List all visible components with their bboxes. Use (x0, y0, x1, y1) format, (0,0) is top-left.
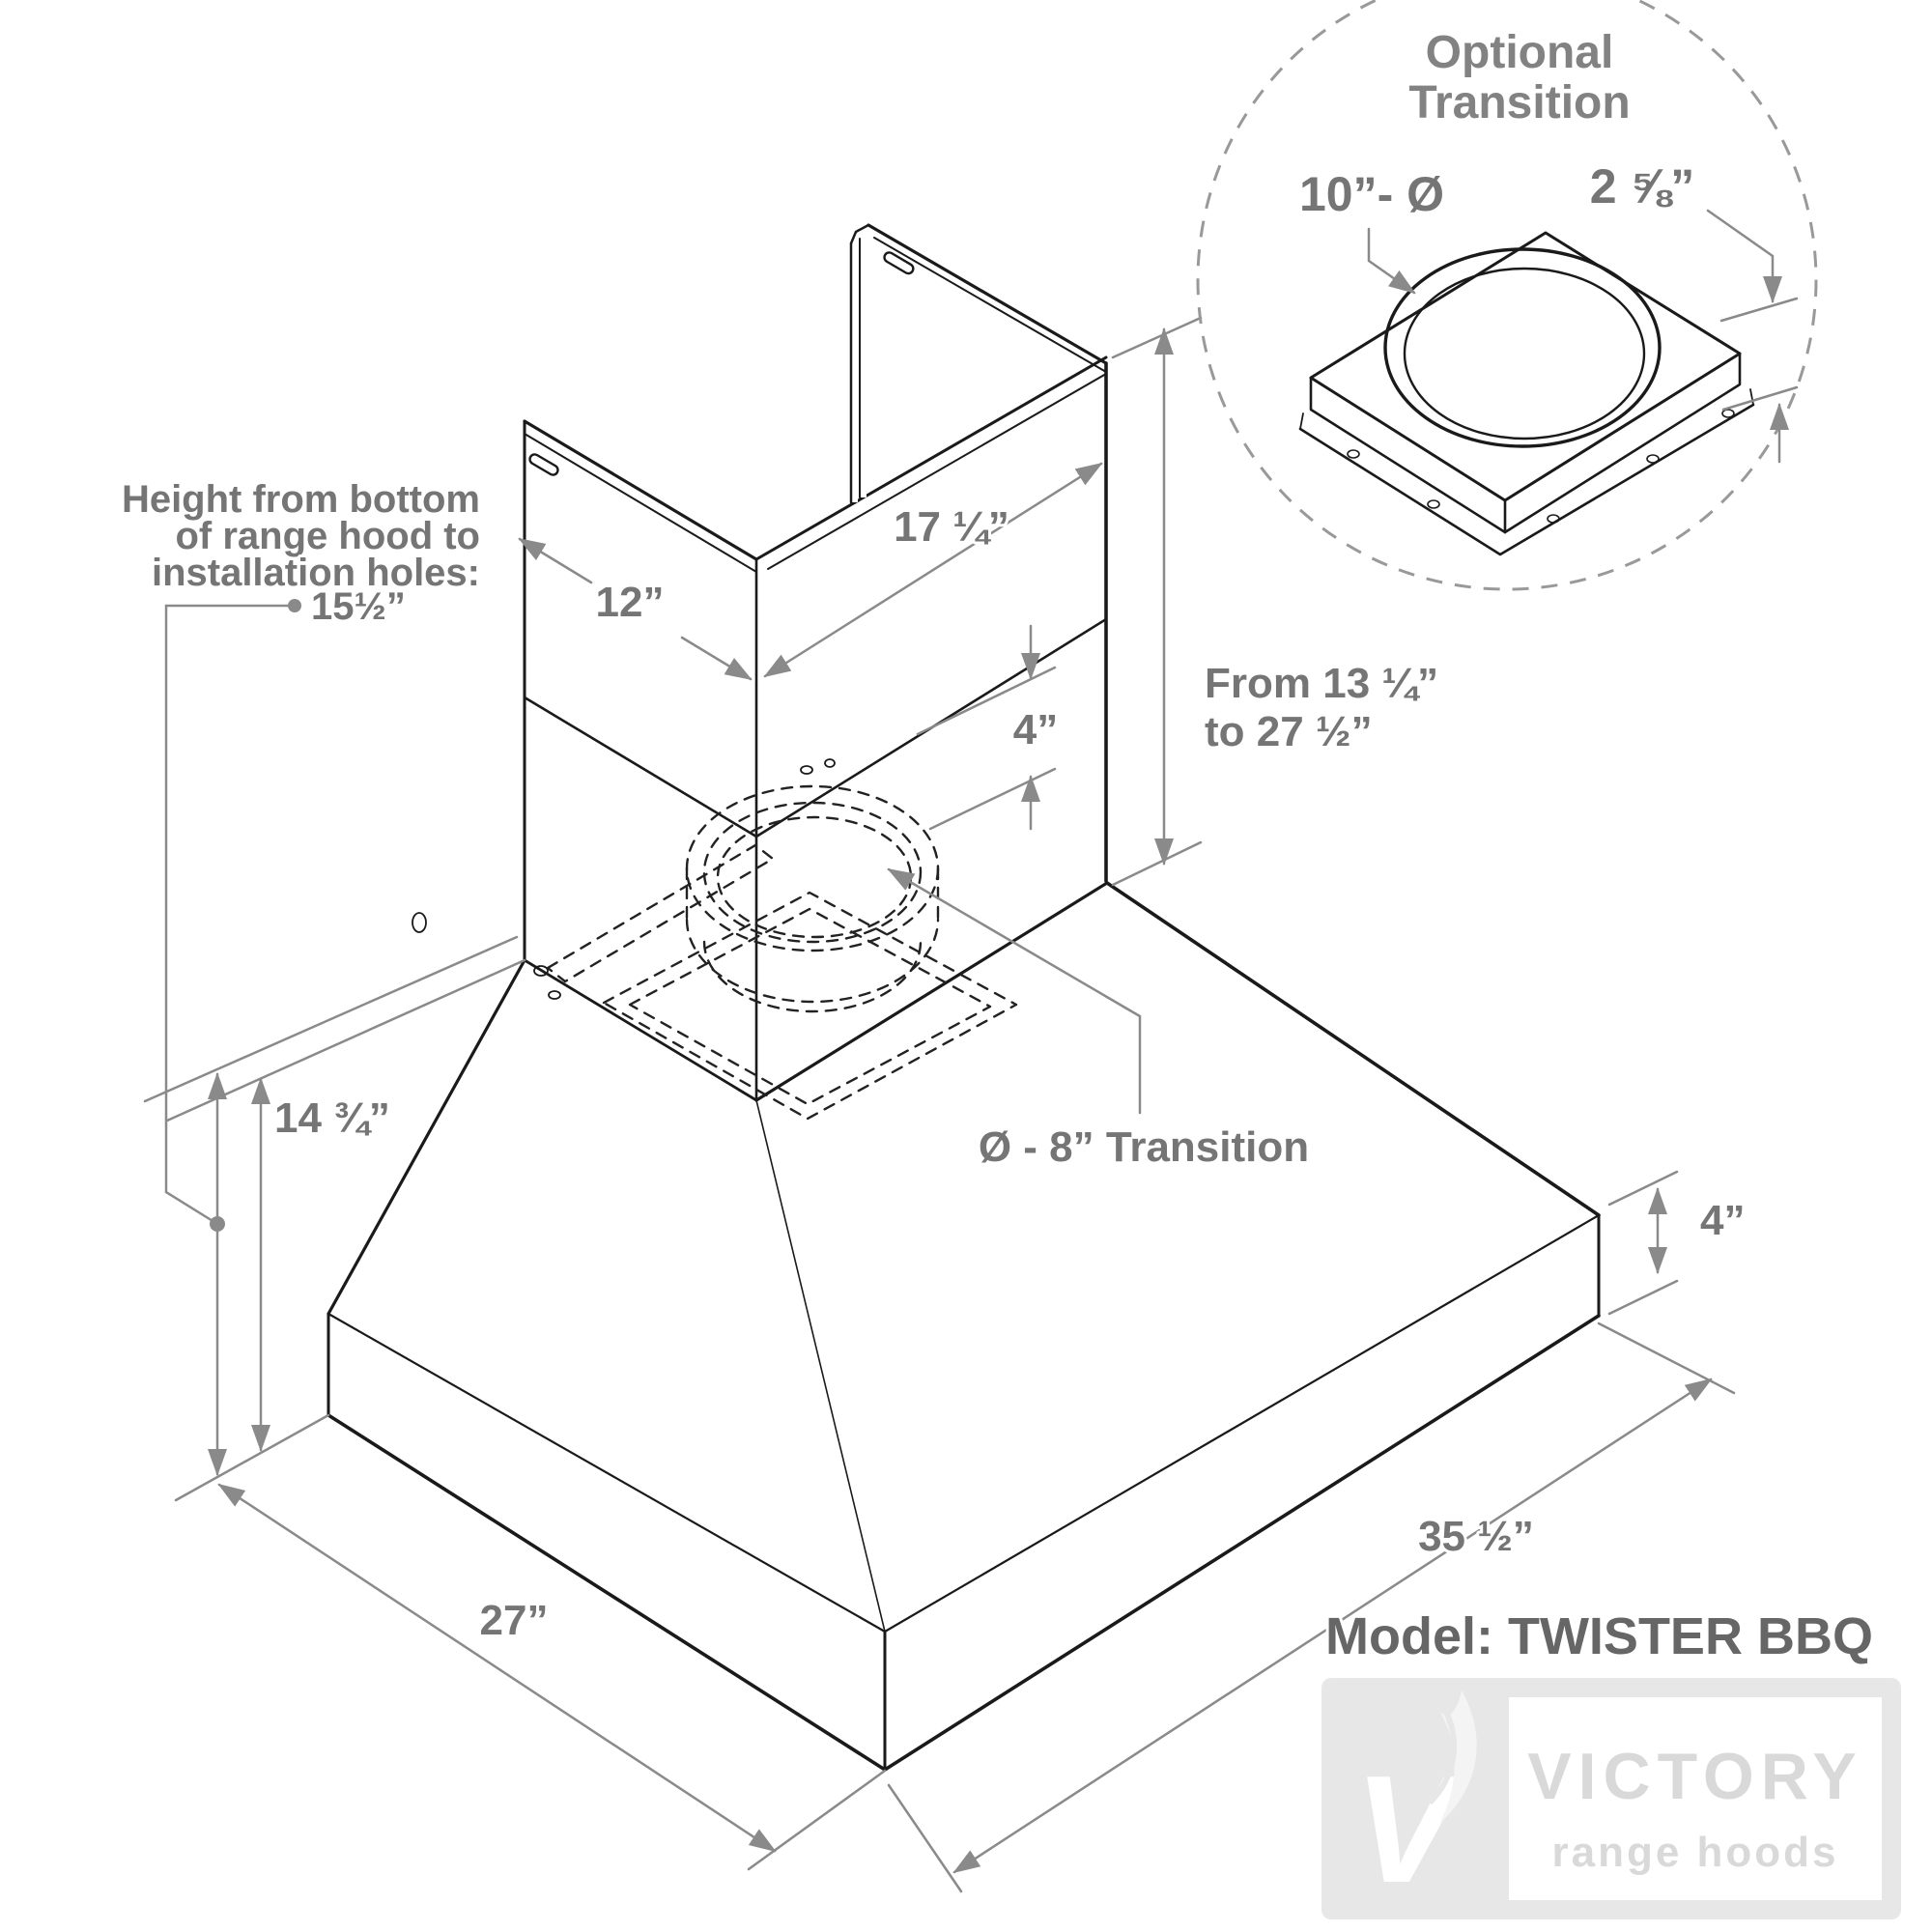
dim-base4-label: 4” (1700, 1197, 1745, 1244)
dim-1475-label: 14 ¾” (274, 1094, 390, 1142)
inset-height-tick-top (1719, 297, 1799, 323)
inset-screw-4 (1646, 454, 1660, 464)
dim-range-ext-bottom (1111, 840, 1203, 887)
canopy-top-front-right-edge (754, 881, 1109, 1102)
damper-pin-2 (548, 990, 561, 1000)
inset-height-tick-bottom (1721, 385, 1799, 412)
inset-flange-bottom (1298, 403, 1755, 556)
note-line-3: installation holes: (152, 552, 480, 594)
collar-mid-ellipse (702, 801, 923, 944)
inset-diameter-leader (1367, 227, 1416, 295)
inset-title-1: Optional (1426, 27, 1614, 78)
dim-range-label-2: to 27 ½” (1205, 708, 1373, 755)
collar-bottom-rim (685, 918, 940, 1004)
dim-27-label: 27” (480, 1597, 549, 1644)
inset-plate-thickness-right (1503, 352, 1742, 534)
ext-355-left (887, 1783, 963, 1893)
dim-range-label-1: From 13 ¼” (1205, 660, 1438, 707)
transition-plate-outline (602, 891, 1018, 1121)
ext-base4-bottom (1607, 1279, 1679, 1316)
damper-pin-1 (533, 965, 549, 977)
collar-screw-2 (824, 758, 836, 768)
inset-screw-2 (1427, 499, 1440, 509)
chimney-panels (523, 223, 1108, 1102)
dim-27-line (217, 1483, 777, 1853)
strip-halo (844, 239, 867, 502)
mounting-slot-left (528, 453, 559, 476)
inset-dashed-circle (1196, 0, 1818, 591)
inset-screw-1 (1347, 449, 1360, 459)
inset-screw-3 (1547, 514, 1560, 524)
dim-4-label: 4” (1013, 706, 1058, 753)
logo-brand-text: VICTORY (1527, 1740, 1863, 1813)
collar-screw-1 (800, 765, 813, 775)
dimensions: 12” 17 ¼” 4” From 13 ¼” to 27 ½” Height … (119, 316, 1747, 1893)
base-top-edges (327, 1213, 1601, 1634)
damper-outline (545, 843, 776, 983)
inset-plate-top (1309, 231, 1742, 502)
note-line-2: of range hood to (175, 515, 480, 557)
inset-collar-outer (1383, 247, 1662, 448)
ext-27-right (747, 1769, 887, 1871)
footer: Model: TWISTER BBQ V VICTORY range hoods (1321, 1605, 1901, 1919)
dim-355-line (952, 1378, 1713, 1874)
inset-diameter-label: 10”- Ø (1299, 167, 1444, 221)
left-panel-top-edge (523, 419, 758, 561)
canopy-slope-right (1105, 881, 1601, 1217)
dim-355-label: 35 ½” (1418, 1513, 1534, 1560)
dim-12-label: 12” (596, 579, 665, 626)
dim-12-seg-a (518, 537, 593, 584)
hardware-mark-left (412, 912, 427, 933)
right-panel-top-edge (867, 223, 1108, 365)
dim-155-dot (210, 1216, 225, 1232)
canopy-top-back-left-edge (523, 958, 758, 1102)
dim-12-seg-b (680, 636, 753, 681)
dim-range-ext-top (1111, 316, 1203, 359)
logo-text-panel (1509, 1697, 1882, 1900)
inset-optional-transition: Optional Transition 10”- Ø 2 ⅝” (1196, 0, 1818, 591)
inset-title-2: Transition (1408, 77, 1630, 128)
inset-screw-5 (1721, 409, 1735, 418)
collar-outer-ellipse (685, 784, 940, 952)
right-panel-top-edge-inner (873, 237, 1107, 373)
inset-height-label: 2 ⅝” (1590, 159, 1694, 213)
victory-logo: V VICTORY range hoods (1321, 1678, 1901, 1919)
ext-355-right (1597, 1321, 1736, 1395)
dim-4-ext-bottom (928, 767, 1057, 831)
collar-inner-ellipse (716, 815, 913, 939)
left-panel-top-edge-inner (524, 433, 757, 573)
inset-plate-thickness-left (1309, 376, 1507, 534)
dim-17-label: 17 ¼” (894, 503, 1009, 551)
logo-flame-icon (1436, 1690, 1477, 1824)
transition-plate-inner-outline (628, 907, 992, 1106)
canopy-slope-left (327, 958, 526, 1316)
inset-collar-inner (1403, 267, 1646, 440)
ext-hood-bottom (174, 1413, 330, 1502)
inset-height-leader (1706, 209, 1782, 303)
dim-17-line (763, 462, 1103, 678)
transition-leader (887, 867, 1142, 1115)
note-bullet (288, 599, 301, 612)
transition-dashed-detail (412, 758, 1018, 1121)
ext-base4-top (1607, 1170, 1679, 1207)
upper-panel-top-notch (849, 223, 870, 245)
ext-holes-level (143, 935, 519, 1103)
transition-label: Ø - 8” Transition (979, 1123, 1309, 1171)
left-panel-seam (523, 696, 758, 838)
logo-flame-detail (1427, 1710, 1458, 1805)
canopy-slope-front-ridge (755, 1099, 886, 1633)
logo-brand-subtext: range hoods (1551, 1829, 1838, 1876)
note-line-1: Height from bottom (122, 478, 480, 521)
note-value: 15½” (311, 585, 406, 628)
model-label: Model: TWISTER BBQ (1325, 1607, 1873, 1665)
mounting-slot-right (883, 251, 915, 275)
collar-bottom-rim-inner (702, 940, 923, 1013)
canopy (327, 881, 1601, 1633)
note-leader (164, 604, 290, 1226)
